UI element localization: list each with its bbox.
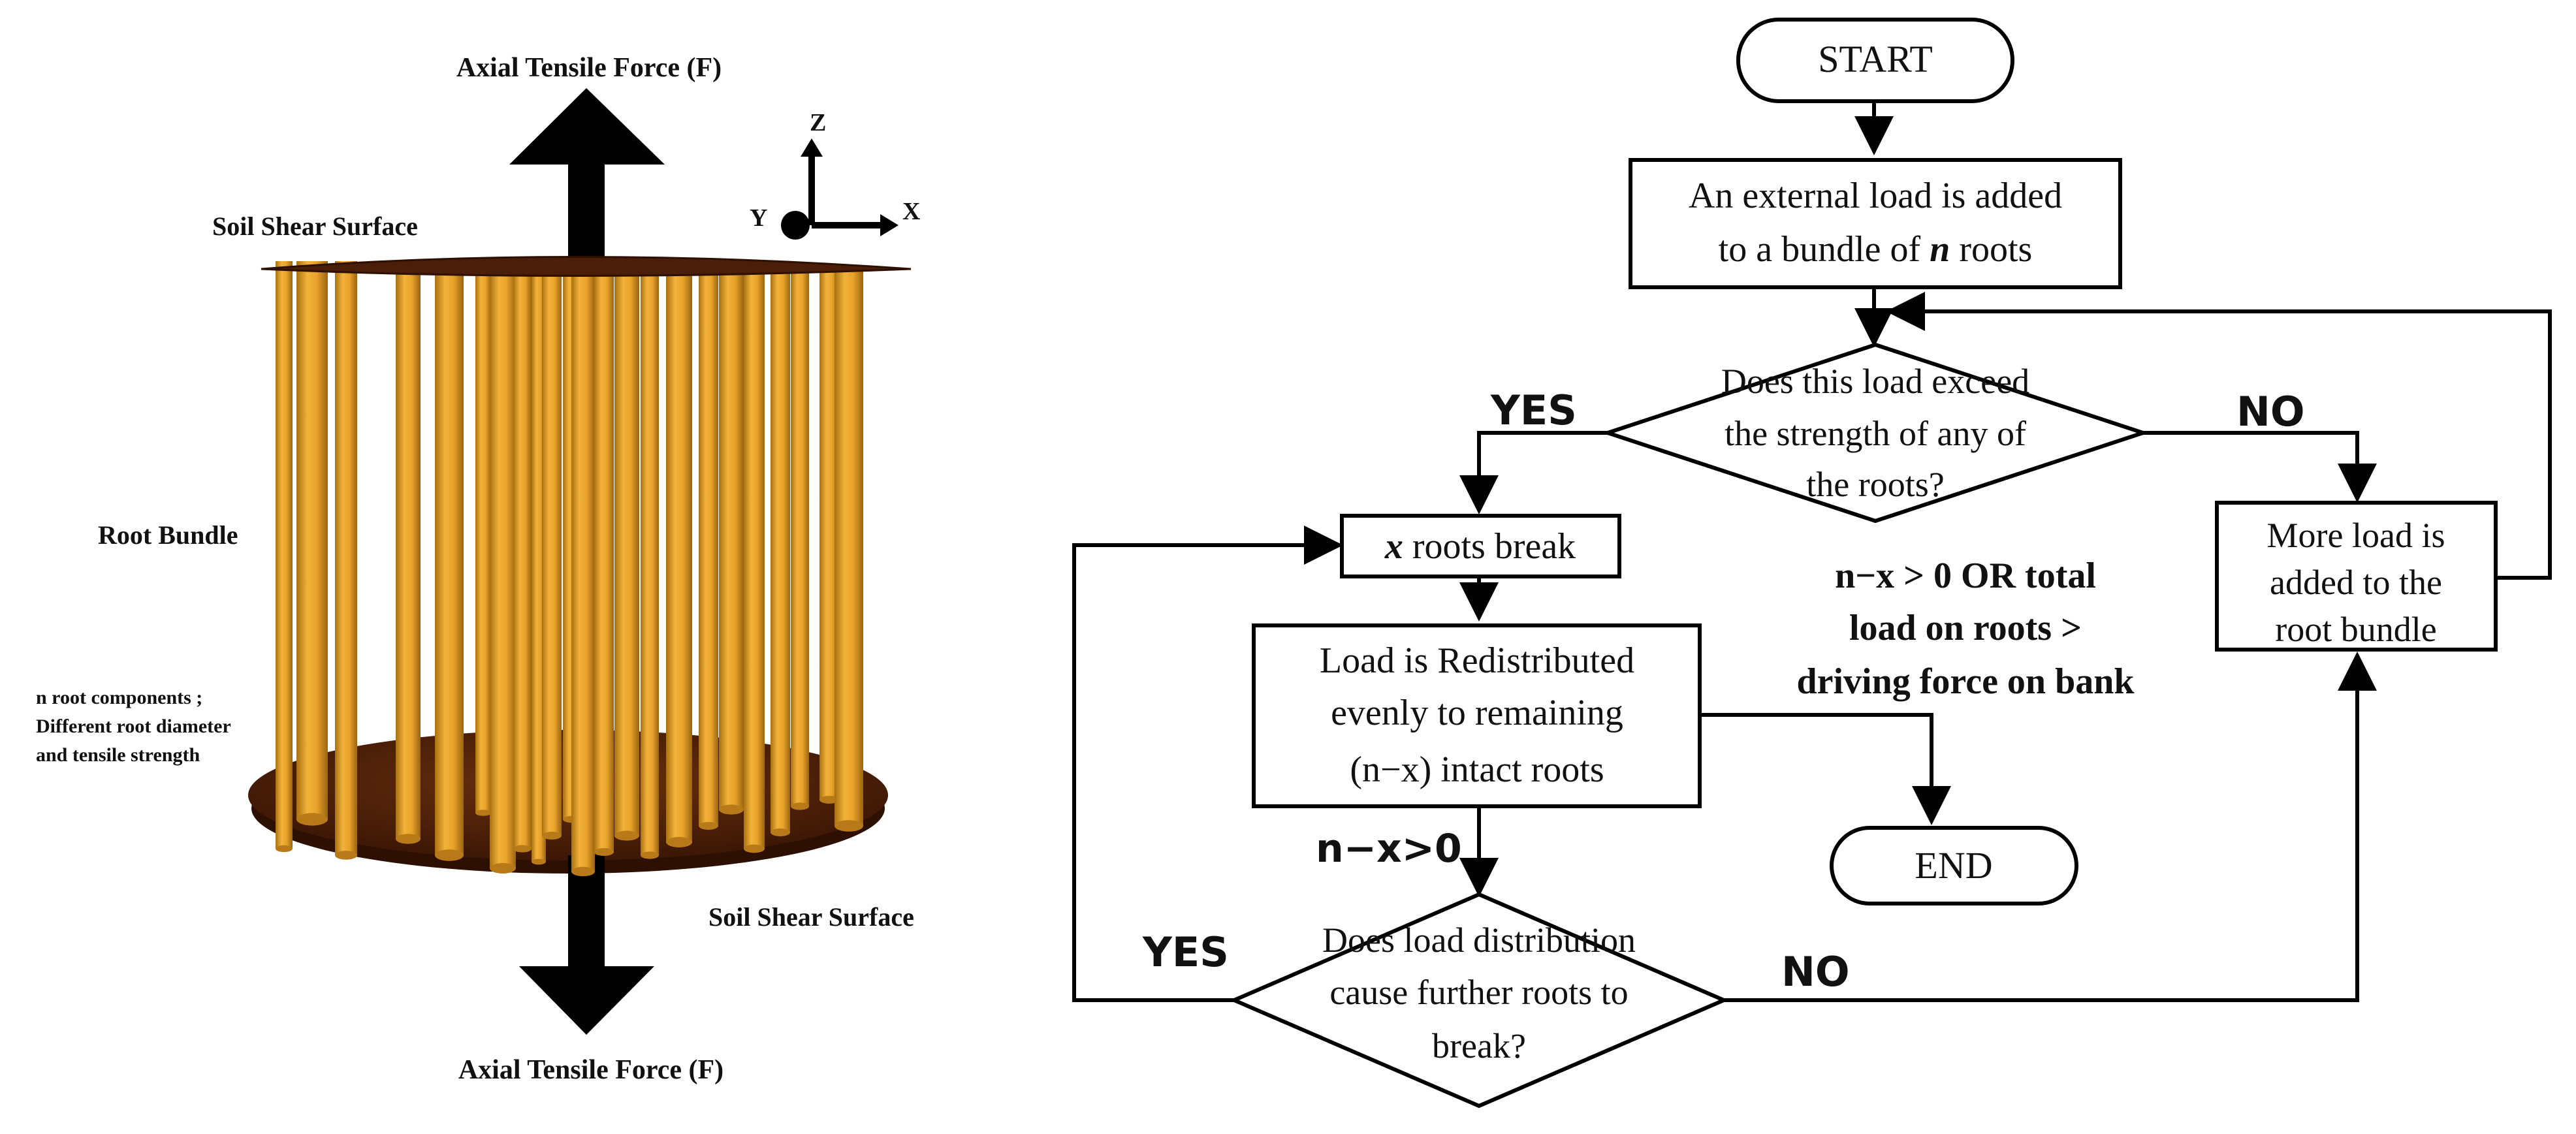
arrow-more-load-loop [1886, 292, 2552, 580]
root-cylinder [771, 264, 790, 836]
condition-end-line3: driving force on bank [1796, 661, 2135, 702]
y-axis-label: Y [750, 204, 767, 232]
root-cylinder [641, 264, 659, 859]
end-terminal: END [1830, 826, 2078, 906]
bottom-force-label: Axial Tensile Force (F) [458, 1055, 724, 1085]
root-cylinder [475, 261, 491, 816]
arrow-decision2-no [1724, 652, 2377, 1002]
decision1-yes-label: YES [1490, 386, 1577, 434]
top-force-label: Axial Tensile Force (F) [456, 53, 722, 83]
root-cylinder [296, 261, 328, 826]
arrow-decision1-no [2142, 431, 2377, 503]
root-cylinder [699, 264, 718, 830]
top-soil-disk [261, 256, 912, 277]
components-note-line2: Different root diameter [36, 716, 231, 737]
decision1-line1: Does this load exceed [1721, 362, 2029, 401]
external-load-line2: to a bundle of n roots [1719, 229, 2033, 270]
root-cylinder [835, 268, 863, 832]
redistribute-box: Load is Redistributed evenly to remainin… [1252, 623, 1702, 808]
external-load-line1: An external load is added [1689, 176, 2062, 216]
more-load-line2: added to the [2270, 563, 2442, 602]
decision1-line3: the roots? [1806, 465, 1944, 504]
root-bundle-label: Root Bundle [98, 520, 238, 550]
end-label: END [1915, 844, 1992, 887]
top-force-arrow [509, 88, 665, 266]
roots-break-box: x roots break [1340, 514, 1621, 578]
top-surface-label: Soil Shear Surface [212, 212, 418, 241]
decision2-line3: break? [1432, 1026, 1526, 1065]
decision2-yes-label: YES [1142, 928, 1229, 976]
root-cylinder [513, 261, 532, 853]
external-load-box: An external load is added to a bundle of… [1629, 158, 2122, 289]
x-axis-label: X [902, 198, 920, 225]
redistribute-line2: evenly to remaining [1331, 693, 1623, 733]
root-cylinder [614, 264, 639, 841]
root-cylinder [666, 264, 692, 847]
decision2-line2: cause further roots to [1329, 973, 1628, 1012]
condition-end-line2: load on roots > [1849, 608, 2082, 648]
start-terminal: START [1736, 18, 2014, 103]
start-label: START [1818, 38, 1933, 80]
root-cylinder [744, 264, 765, 853]
root-cylinder [435, 261, 464, 861]
arrow-decision1-yes [1459, 431, 1612, 514]
root-cylinder [542, 264, 562, 840]
more-load-box: More load is added to the root bundle [2215, 501, 2498, 652]
components-note-line1: n root components ; [36, 687, 202, 708]
more-load-line1: More load is [2267, 516, 2445, 555]
more-load-line3: root bundle [2275, 610, 2436, 649]
root-cylinder [276, 261, 293, 853]
bottom-surface-label: Soil Shear Surface [708, 902, 914, 932]
roots-break-label: x roots break [1384, 526, 1576, 567]
arrow-redistribute-to-end [1700, 713, 1951, 825]
redistribute-line1: Load is Redistributed [1320, 640, 1634, 681]
decision-further-break: Does load distribution cause further roo… [1229, 892, 1729, 1109]
decision2-line1: Does load distribution [1322, 921, 1636, 960]
root-cylinder [396, 261, 421, 844]
root-bundle-model: Axial Tensile Force (F) Axial Tensile Fo… [36, 53, 920, 1085]
root-cylinder [791, 264, 809, 810]
decision1-line2: the strength of any of [1725, 414, 2026, 453]
flowchart: START An external load is added to a bun… [1072, 18, 2552, 1109]
root-cylinder [571, 264, 595, 877]
root-cylinders [276, 261, 863, 877]
root-cylinder [335, 261, 357, 860]
root-cylinder [719, 264, 744, 815]
components-note-line3: and tensile strength [36, 744, 200, 766]
bottom-force-arrow [519, 855, 654, 1035]
z-axis-label: Z [810, 109, 826, 136]
condition-loop-label: n−x>0 [1316, 826, 1462, 872]
arrow-decision2-yes [1072, 526, 1343, 1002]
root-cylinder [594, 264, 614, 856]
coordinate-axes: Z Y X [750, 109, 920, 240]
condition-end-line1: n−x > 0 OR total [1835, 556, 2096, 596]
decision1-no-label: NO [2236, 388, 2305, 435]
redistribute-line3: (n−x) intact roots [1350, 749, 1604, 790]
decision-exceed-strength: Does this load exceed the strength of an… [1601, 342, 2150, 524]
decision2-no-label: NO [1781, 948, 1850, 996]
root-cylinder [490, 261, 516, 874]
